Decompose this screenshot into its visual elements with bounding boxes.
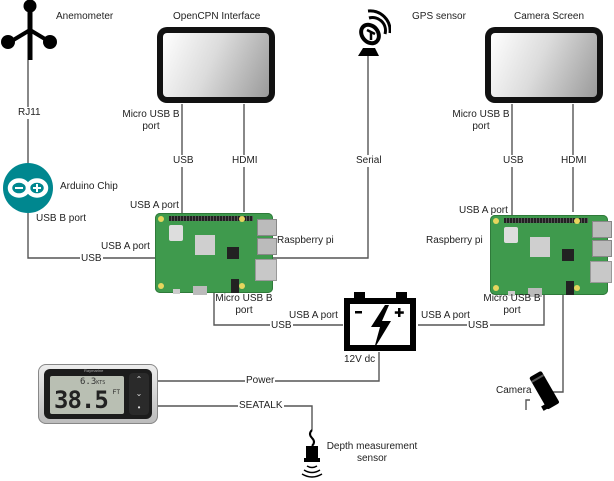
rpi-left-usb-a-port-label-2: USB A port: [130, 200, 179, 211]
arduino-chip: [3, 163, 53, 213]
depth-unit: FT: [112, 390, 120, 396]
opencpn-micro-usb-label: Micro USB B port: [120, 109, 182, 133]
battery-icon: [344, 292, 416, 351]
gps-label: GPS sensor: [412, 11, 466, 22]
wire-gps-serial: [270, 52, 369, 259]
micro-usb-b-line2: port: [142, 121, 160, 132]
rpi-right-usb-a-port-label: USB A port: [459, 205, 508, 216]
rpi-left-micro-usb-label: Micro USB B port: [212, 293, 276, 317]
depth-reading: 38.5: [54, 386, 109, 414]
anemometer-label: Anemometer: [56, 11, 114, 22]
rpi-left-label: Raspberry pi: [277, 235, 334, 246]
hdmi-wire-label-2: HDMI: [560, 155, 588, 167]
battery-left-usb-a-port-label: USB A port: [289, 310, 338, 321]
monitor-icon: [163, 33, 269, 97]
rpi-right-micro-usb-label: Micro USB B port: [480, 293, 544, 317]
battery-label: 12V dc: [343, 354, 377, 366]
depth-sensor-label-line2: sensor: [356, 453, 387, 464]
raspberry-pi-right: [490, 215, 612, 297]
display-buttons: ⌃ ⌄ •: [129, 373, 149, 415]
wire-arduino-rpi-left: [27, 212, 155, 259]
speed-reading: 6.3KTS: [80, 377, 106, 387]
usb-wire-label-1: USB: [80, 253, 103, 265]
rpi-left-usb-a-port-label-1: USB A port: [101, 241, 150, 252]
depth-sensor-label: Depth measurement sensor: [322, 441, 422, 465]
opencpn-label: OpenCPN Interface: [173, 11, 261, 22]
camscreen-micro-usb-label: Micro USB B port: [450, 109, 512, 133]
battery-right-usb-a-port-label: USB A port: [421, 310, 470, 321]
arduino-logo-icon: [7, 178, 49, 198]
micro-usb-b-line1: Micro USB B: [215, 293, 273, 304]
raspberry-pi-left: [155, 213, 277, 295]
usb-wire-label-3: USB: [270, 320, 293, 332]
usb-wire-label-2: USB: [172, 155, 195, 167]
micro-usb-b-line1: Micro USB B: [122, 109, 180, 120]
depth-display-lcd: 6.3KTS 38.5 FT: [50, 376, 124, 414]
depth-display-icon: Raymarine 6.3KTS 38.5 FT ⌃ ⌄ •: [44, 368, 152, 419]
seatalk-wire-label: SEATALK: [238, 400, 284, 412]
camera-screen: [485, 27, 603, 103]
rpi-right-label: Raspberry pi: [426, 235, 483, 246]
wire-rpi-left-battery: [213, 293, 343, 326]
camera-icon: [529, 371, 559, 411]
dot-button-icon: •: [137, 403, 141, 412]
wire-rpi-right-camera: [553, 293, 564, 393]
chevron-up-icon: ⌃: [135, 375, 143, 384]
power-wire-label: Power: [245, 375, 276, 387]
micro-usb-b-line1: Micro USB B: [452, 109, 510, 120]
micro-usb-b-line1: Micro USB B: [483, 293, 541, 304]
chevron-down-icon: ⌄: [135, 389, 143, 398]
hdmi-wire-label-1: HDMI: [231, 155, 259, 167]
serial-wire-label: Serial: [355, 155, 383, 167]
monitor-icon: [491, 33, 597, 97]
depth-sensor-label-line1: Depth measurement: [326, 441, 418, 452]
rj11-label: RJ11: [17, 107, 42, 119]
micro-usb-b-line2: port: [503, 305, 521, 316]
satellite-dish-icon: [358, 9, 391, 56]
arduino-usb-b-port-label: USB B port: [36, 213, 87, 224]
usb-wire-label-5: USB: [467, 320, 490, 332]
micro-usb-b-line2: port: [472, 121, 490, 132]
wire-rpi-right-battery: [418, 293, 545, 326]
anemometer-icon: [1, 0, 57, 60]
usb-wire-label-4: USB: [502, 155, 525, 167]
camera-screen-label: Camera Screen: [514, 11, 585, 22]
camera-label: Camera: [496, 385, 532, 396]
arduino-label: Arduino Chip: [60, 181, 118, 192]
micro-usb-b-line2: port: [235, 305, 253, 316]
wire-seatalk: [158, 405, 313, 430]
wire-battery-power: [158, 352, 380, 382]
wire-camera-stub: [525, 399, 530, 410]
transducer-icon: [301, 446, 323, 478]
depth-sensor-cable: [309, 429, 315, 447]
depth-display: Raymarine 6.3KTS 38.5 FT ⌃ ⌄ •: [38, 364, 158, 424]
opencpn-screen: [157, 27, 275, 103]
